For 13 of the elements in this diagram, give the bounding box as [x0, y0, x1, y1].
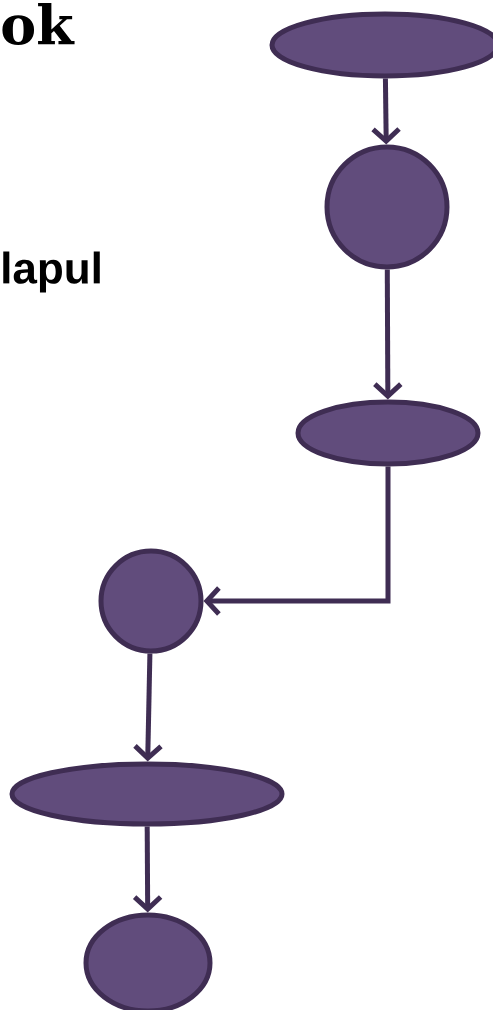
ellipse-node: [9, 761, 285, 827]
label-text: lapul: [3, 251, 100, 293]
arrow: [371, 78, 401, 145]
circle-node: [98, 548, 204, 654]
arrow: [132, 826, 163, 913]
circle-node: [324, 144, 450, 270]
arrow: [203, 466, 391, 616]
arrow: [373, 269, 403, 400]
arrow: [133, 653, 163, 762]
ellipse-node: [269, 11, 493, 79]
ellipse-node: [83, 912, 213, 1010]
ellipse-node: [295, 399, 481, 467]
label-text: ok: [2, 3, 75, 45]
